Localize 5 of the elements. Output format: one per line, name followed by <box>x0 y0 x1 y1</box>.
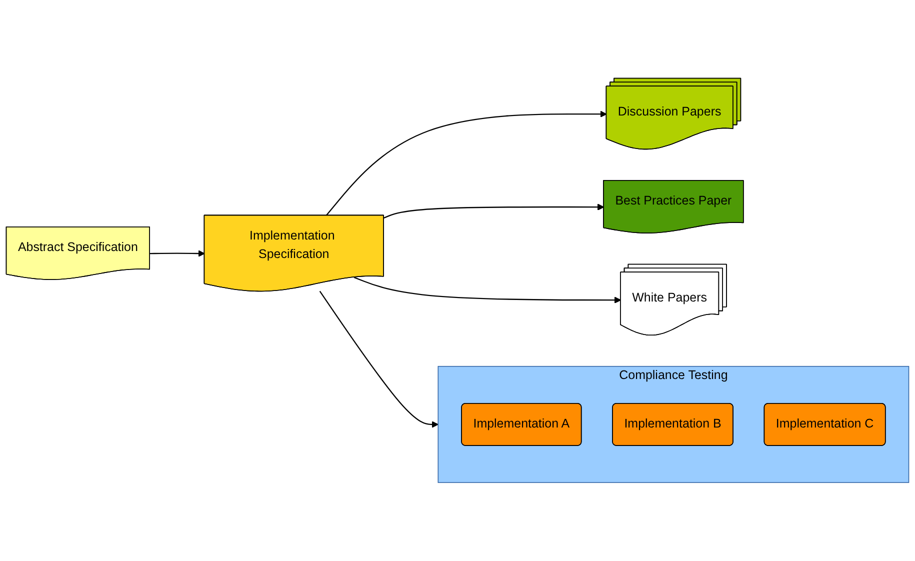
arrow <box>150 250 205 258</box>
arrow <box>384 204 604 219</box>
arrow <box>354 276 622 304</box>
arrow <box>319 290 438 428</box>
arrow <box>326 110 607 216</box>
